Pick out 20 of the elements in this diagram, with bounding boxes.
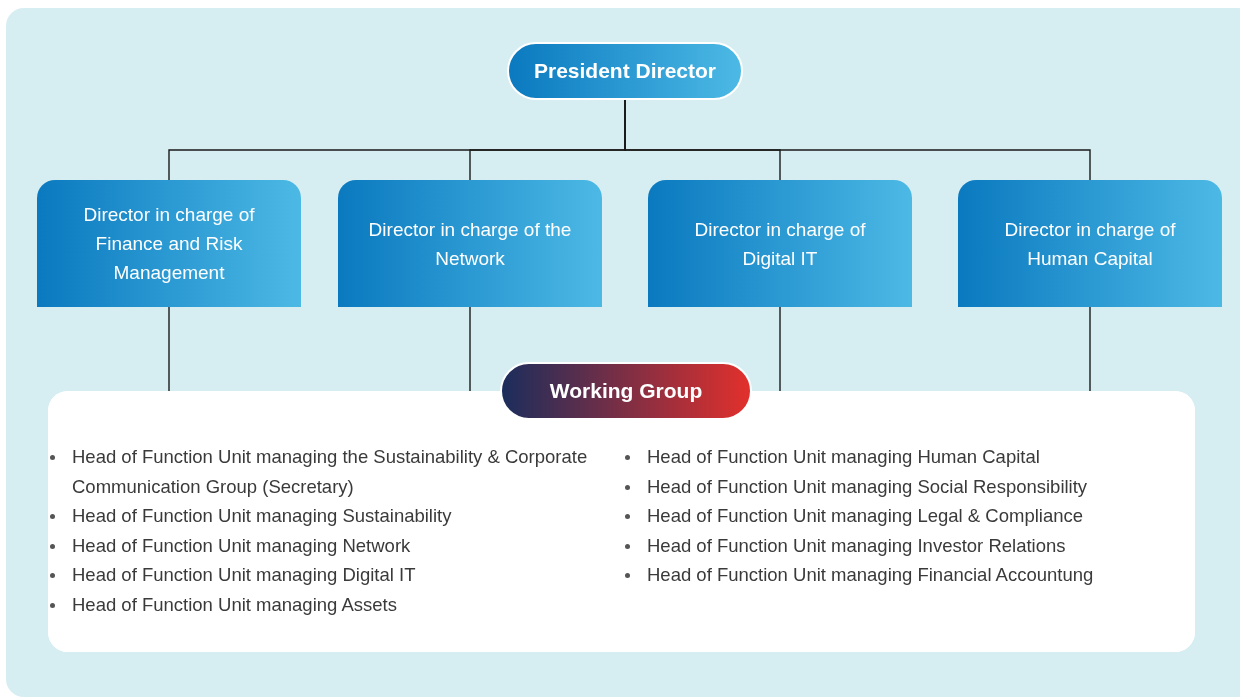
list-item: Head of Function Unit managing Human Capital (647, 446, 1040, 467)
list-item: Head of Function Unit managing the Sustainability & Corporate Communication Group (Secretary) (72, 446, 588, 497)
connector-line (779, 306, 781, 392)
group-heading: Working Group (500, 362, 752, 420)
director-box: Director in charge of the Network (338, 180, 602, 307)
list-item: Head of Function Unit managing Social Responsibility (647, 475, 1088, 497)
list-item: Head of Function Unit managing Sustainability (72, 505, 452, 526)
director-box: Director in charge of Human Capital (958, 180, 1222, 307)
connector-line (168, 306, 170, 392)
role-pill: President Director (507, 42, 743, 100)
connector-line (469, 306, 471, 392)
list-item: Head of Function Unit managing Financial Accountung (647, 564, 1094, 585)
list-item: Head of Function Unit managing Legal & Compliance (647, 505, 1084, 526)
director-box: Director in charge of Finance and Risk Management (37, 180, 301, 307)
connector-line (1089, 306, 1091, 392)
list-item: Head of Function Unit managing Investor Relations (647, 534, 1066, 556)
list-item: Head of Function Unit managing Digital IT (72, 564, 416, 585)
list-item: Head of Function Unit managing Assets (72, 593, 397, 615)
director-box: Director in charge of Digital IT (648, 180, 912, 307)
list-item: Head of Function Unit managing Network (72, 534, 411, 556)
